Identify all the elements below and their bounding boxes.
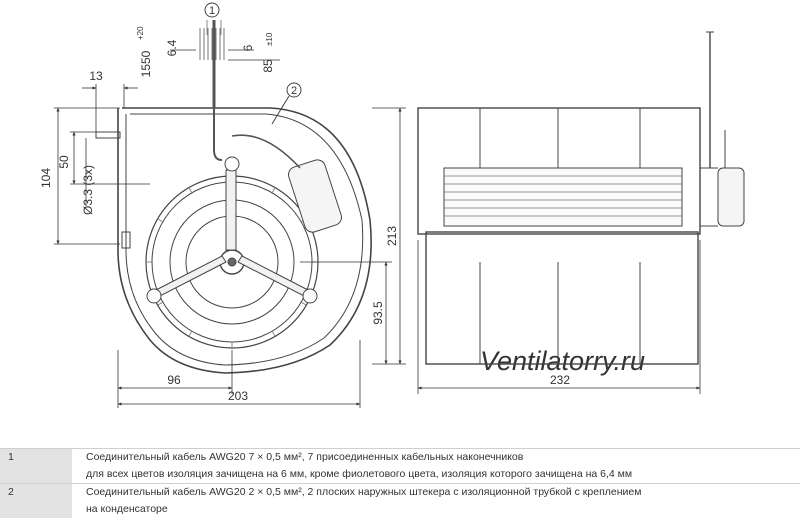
front-view	[95, 20, 372, 374]
dim-93-5: 93.5	[371, 301, 385, 325]
dim-6: 6	[241, 44, 255, 51]
dim-213: 213	[385, 226, 399, 246]
dim-13: 13	[89, 69, 103, 83]
callout-2: 2	[271, 82, 302, 125]
side-view	[417, 31, 745, 365]
legend-row: для всех цветов изоляция зачищена на 6 м…	[0, 466, 800, 484]
legend-row: 2 Соединительный кабель AWG20 2 × 0,5 мм…	[0, 484, 800, 501]
watermark: Ventilatorry.ru	[480, 346, 645, 376]
dim-85-tol: ±10	[265, 32, 274, 46]
dim-50: 50	[57, 155, 71, 169]
legend-text: для всех цветов изоляция зачищена на 6 м…	[86, 468, 633, 480]
svg-text:2: 2	[291, 85, 297, 97]
technical-drawing: Ventilatorry.ru	[39, 2, 745, 408]
dim-hole: Ø3.3 (3x)	[81, 165, 95, 215]
legend-num: 1	[0, 449, 74, 466]
legend-row: 1 Соединительный кабель AWG20 7 × 0,5 мм…	[0, 449, 800, 466]
legend-num	[0, 466, 74, 483]
svg-text:1: 1	[209, 5, 215, 17]
dim-1550-tol: +20	[136, 26, 145, 40]
dim-6-4: 6.4	[165, 39, 179, 56]
dim-104: 104	[39, 168, 53, 188]
legend-row: на конденсаторе	[0, 501, 800, 518]
legend-num: 2	[0, 484, 74, 501]
dim-1550: 1550	[139, 50, 153, 77]
dim-203: 203	[228, 389, 248, 403]
legend-num	[0, 501, 74, 518]
legend-text: Соединительный кабель AWG20 7 × 0,5 мм²,…	[86, 451, 524, 463]
legend-text: Соединительный кабель AWG20 2 × 0,5 мм²,…	[86, 486, 642, 498]
dim-85: 85	[261, 59, 275, 73]
callout-1: 1	[204, 2, 220, 18]
legend-text: на конденсаторе	[86, 503, 168, 515]
dim-232: 232	[550, 373, 570, 387]
dim-96: 96	[167, 373, 181, 387]
legend-table: 1 Соединительный кабель AWG20 7 × 0,5 мм…	[0, 448, 800, 518]
capacitor	[288, 159, 342, 233]
motor-body	[443, 167, 683, 227]
